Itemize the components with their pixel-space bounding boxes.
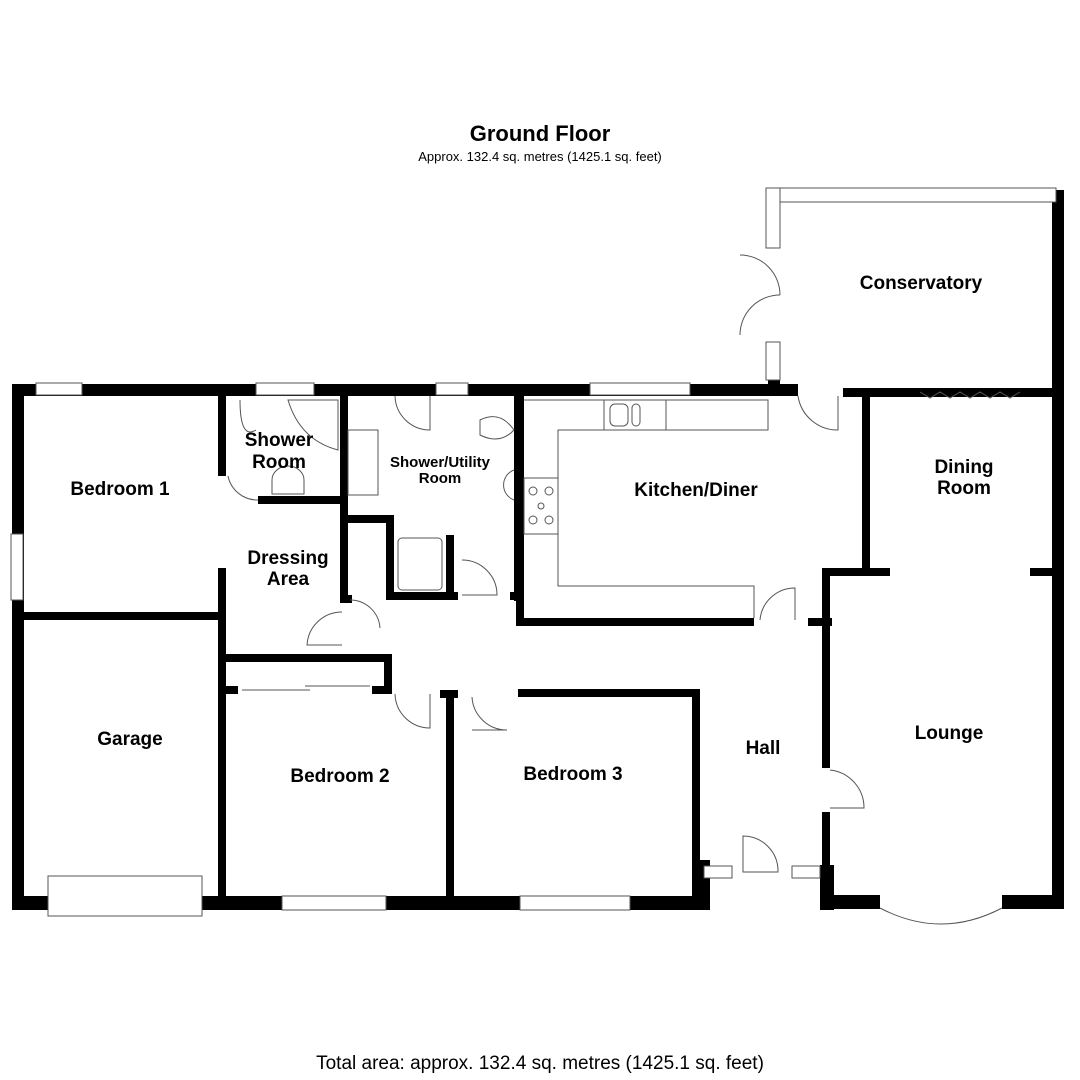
room-label-shower-room-2: Room	[252, 452, 306, 473]
room-label-lounge: Lounge	[915, 723, 984, 744]
room-label-bedroom-3: Bedroom 3	[523, 764, 622, 785]
room-label-dining-room-2: Room	[937, 478, 991, 499]
floor-title: Ground Floor	[469, 121, 611, 146]
room-label-shower-utility-2: Room	[419, 470, 462, 487]
room-label-dining-room: Dining	[934, 457, 993, 478]
room-label-bedroom-1: Bedroom 1	[70, 479, 170, 500]
fixtures	[239, 399, 769, 691]
doors	[227, 254, 1021, 925]
room-label-shower-room: Shower	[245, 430, 314, 451]
room-label-garage: Garage	[97, 729, 162, 750]
walls	[12, 190, 1064, 910]
room-label-shower-utility: Shower/Utility	[390, 454, 491, 471]
room-label-dressing-area-2: Area	[267, 569, 310, 590]
windows	[10, 187, 1057, 917]
room-label-kitchen-diner: Kitchen/Diner	[634, 480, 758, 501]
room-labels: Conservatory Bedroom 1 Shower Room Showe…	[70, 273, 993, 787]
room-label-hall: Hall	[746, 738, 781, 759]
room-label-bedroom-2: Bedroom 2	[290, 766, 389, 787]
floor-area-subtitle: Approx. 132.4 sq. metres (1425.1 sq. fee…	[418, 149, 662, 164]
total-area-footer: Total area: approx. 132.4 sq. metres (14…	[316, 1053, 764, 1074]
room-label-conservatory: Conservatory	[860, 273, 983, 294]
room-label-dressing-area: Dressing	[247, 548, 328, 569]
